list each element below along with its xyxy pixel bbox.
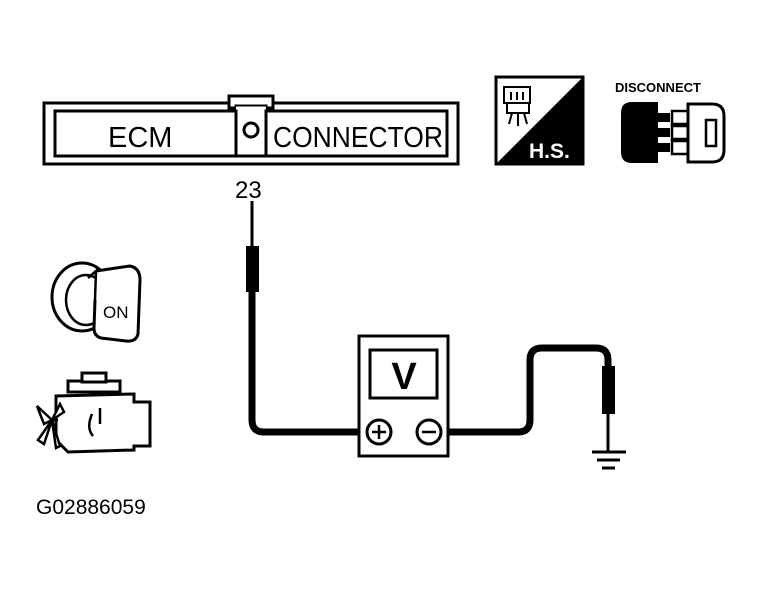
test-leads bbox=[246, 201, 615, 452]
voltmeter-display-label: V bbox=[391, 356, 417, 398]
negative-lead bbox=[443, 344, 612, 436]
cooling-fan-icon bbox=[35, 401, 66, 450]
positive-probe bbox=[246, 246, 259, 292]
ignition-on-label: ON bbox=[103, 303, 129, 322]
engine-running-icon bbox=[35, 371, 152, 454]
disconnected-connector-icon bbox=[621, 102, 726, 164]
connector-ecm-label: ECM bbox=[108, 122, 172, 154]
ignition-switch-on-icon: ON bbox=[50, 261, 142, 343]
pin-number-label: 23 bbox=[235, 177, 262, 204]
figure-id: G02886059 bbox=[36, 496, 146, 519]
ecm-connector: ECM CONNECTOR bbox=[42, 94, 460, 166]
negative-probe bbox=[602, 366, 615, 414]
disconnect-label: DISCONNECT bbox=[615, 80, 701, 95]
harness-side-label: H.S. bbox=[529, 140, 570, 163]
ground-icon bbox=[592, 450, 626, 470]
positive-lead bbox=[248, 292, 362, 436]
connector-lock-circle bbox=[242, 121, 260, 139]
disconnect-tag: DISCONNECT bbox=[615, 80, 726, 164]
connector-harness-icon bbox=[503, 86, 531, 126]
voltmeter-display bbox=[368, 348, 439, 400]
connector-name-label: CONNECTOR bbox=[273, 122, 443, 154]
harness-side-tag: H.S. bbox=[494, 75, 585, 166]
voltmeter: V bbox=[357, 334, 450, 458]
